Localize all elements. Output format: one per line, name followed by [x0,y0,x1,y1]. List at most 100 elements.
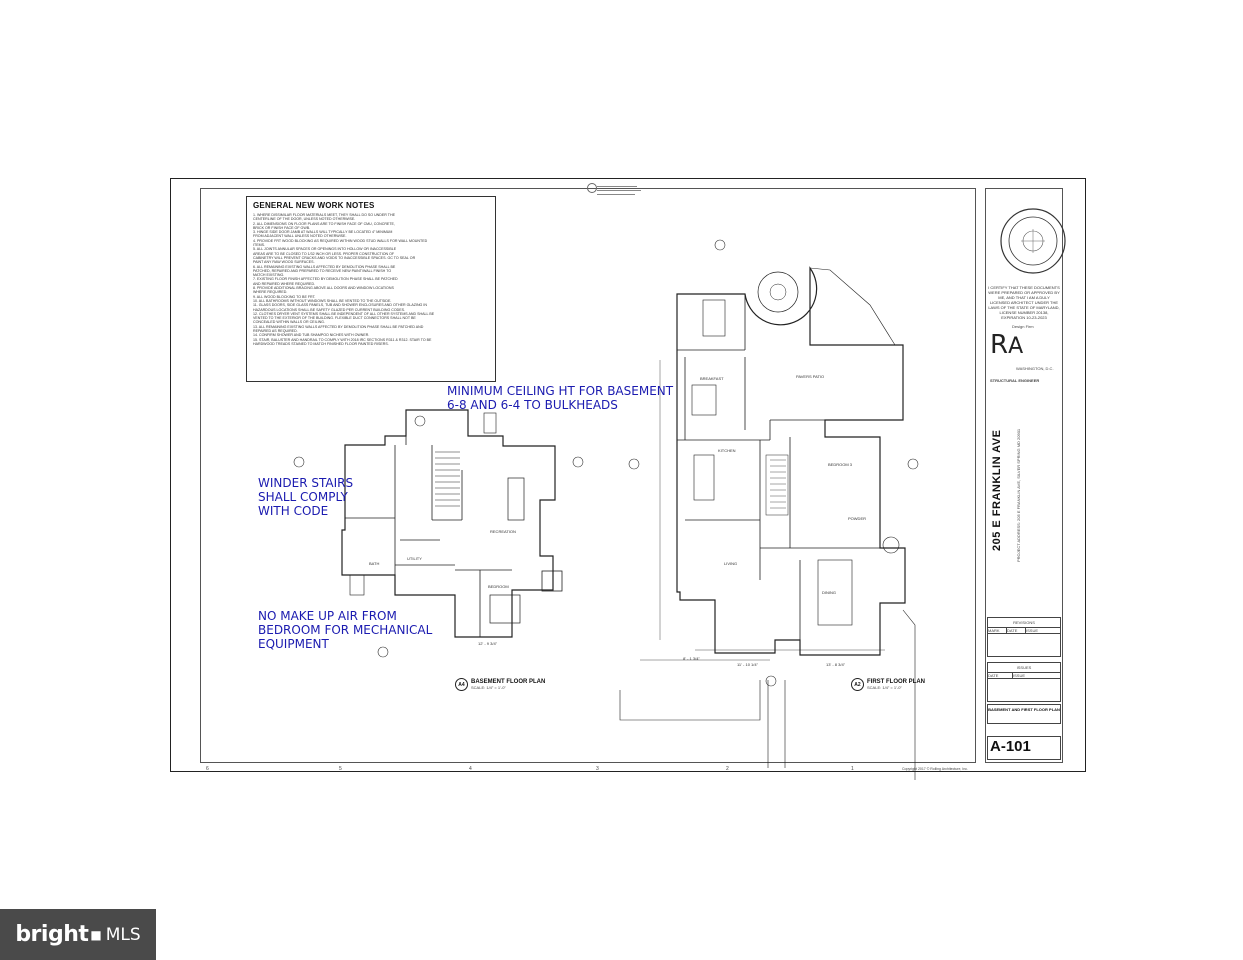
notes-line: 7. EXISTING FLOOR FINISH AFFECTED BY DEM… [253,277,398,282]
notes-line: CONCEALED WITHIN WALLS OR CEILING. [253,320,325,325]
project-info: PROJECT ADDRESS: 205 E FRANKLIN AVE, SIL… [1016,428,1021,562]
notes-line: 4. PROVIDE FRT WOOD BLOCKING AS REQUIRED… [253,238,428,243]
architect-certification: I CERTIFY THAT THESE DOCUMENTS WERE PREP… [988,285,1060,320]
notes-line: 10. ALL BATHROOMS WITHOUT WINDOWS SHALL … [253,298,392,303]
annotation-ceiling-line1: MINIMUM CEILING HT FOR BASEMENT [447,384,674,398]
review-stamp [587,183,657,205]
watermark-brand: bright [15,922,89,947]
firm-logo: RA [990,330,1024,360]
dining-table [817,559,853,626]
bright-mls-watermark: bright ■ MLS [0,909,156,960]
round-table [757,271,799,313]
grid-mark-4: 4 [469,766,472,772]
first-floor-plan-tag: A2 [851,678,864,691]
revisions-header: REVISIONS [1013,620,1035,625]
notes-line: ITEMS. [253,243,265,248]
revisions-table: REVISIONS MARK DATE ISSUE [987,617,1061,657]
room-label-powder: POWDER [848,516,866,521]
breakfast-table [691,384,717,416]
basement-plan-scale: SCALE: 1/4" = 1'-0" [471,685,506,690]
drawing-sheet-border [170,178,1086,772]
first-floor-outer-wall [676,266,906,656]
sheet-number-box [987,736,1061,760]
notes-line: 8. PROVIDE ADDITIONAL BRACING ABOVE ALL … [253,286,394,291]
notes-line: 1. WHERE DISSIMILAR FLOOR MATERIALS MEET… [253,213,395,217]
room-label-living: LIVING [724,561,737,566]
annotation-winder-line3: WITH CODE [258,504,329,518]
basement-outer-wall [341,409,556,638]
watermark-suffix: MLS [105,924,141,945]
annotation-ceiling-line2: 6-8 AND 6-4 TO BULKHEADS [447,398,618,412]
basement-plan-title: BASEMENT FLOOR PLAN [471,679,546,685]
room-label-bath: BATH [369,561,379,566]
basement-sofa [507,477,525,521]
notes-line: CENTERLINE OF THE DOOR, UNLESS NOTED OTH… [253,217,356,222]
first-floor-plan-scale: SCALE: 1/4" = 1'-0" [867,685,902,690]
architect-seal [1000,208,1066,274]
notes-line: 3. HINGE SIDE DOOR JAMB AT WALLS WILL TY… [253,230,393,235]
notes-line: 12. CLOTHES DRYER VENT SYSTEMS SHALL BE … [253,311,435,316]
notes-line: WHERE REQUIRED. [253,290,288,295]
notes-line: 11. GLASS DOORS, SIDE GLASS PANELS, TUB … [253,303,427,308]
sheet-title: BASEMENT AND FIRST FLOOR PLAN [988,707,1060,712]
notes-line: HAZARDOUS LOCATIONS SHALL BE SAFETY GLAZ… [253,307,406,312]
first-floor-plan-title: FIRST FLOOR PLAN [867,679,925,685]
dim-basement-width: 12' - 9 3/4" [478,641,498,646]
room-label-bedroom3: BEDROOM 3 [828,462,853,467]
annotation-makeup-line2: BEDROOM FOR MECHANICAL [258,623,433,637]
annotation-winder-line2: SHALL COMPLY [258,490,348,504]
issue-col-date: DATE [988,673,1013,678]
title-block [985,188,1063,763]
annotation-makeup-line3: EQUIPMENT [258,637,329,651]
annotation-makeup-line1: NO MAKE UP AIR FROM [258,609,397,623]
notes-line: MATCH EXISTING. [253,273,285,278]
grid-mark-2: 2 [726,766,729,772]
notes-line: 2. ALL DIMENSIONS ON FLOOR PLANS ARE TO … [253,221,395,226]
rev-col-date: DATE [1007,628,1026,633]
room-label-dining: DINING [822,590,836,595]
patio-table [702,299,726,337]
rev-col-mark: MARK [988,628,1007,633]
basement-plan-tag: A4 [455,678,468,691]
room-label-breakfast: BREAKFAST [700,376,724,381]
grid-mark-5: 5 [339,766,342,772]
notes-line: FROM ADJACENT WALL UNLESS NOTED OTHERWIS… [253,234,347,239]
general-notes-box: GENERAL NEW WORK NOTES 1. WHERE DISSIMIL… [246,196,496,382]
room-label-pavers: PAVERS PATIO [796,374,824,379]
room-label-utility: UTILITY [407,556,422,561]
basement-plan-label: A4 BASEMENT FLOOR PLAN SCALE: 1/4" = 1'-… [455,678,545,691]
dim-ff-width-2: 11' - 10 1/4" [737,662,759,667]
notes-line: PAINT ANY RAW WOOD SURFACES. [253,260,315,265]
issues-header: ISSUES [1016,665,1032,670]
notes-line: 5. ALL JOINTS ANNULAR SPACES OR OPENINGS… [253,247,397,252]
grid-mark-3: 3 [596,766,599,772]
notes-title: GENERAL NEW WORK NOTES [253,201,375,210]
notes-list: 1. WHERE DISSIMILAR FLOOR MATERIALS MEET… [253,213,489,346]
project-street-address: 205 E FRANKLIN AVE [991,429,1003,551]
dim-ff-width-1: 8' - 1 3/4" [683,656,700,661]
notes-line: AREAS ARE TO BE CLOSED TO 1/32 INCH OR L… [253,251,395,256]
notes-line: REPAIRED AS REQUIRED. [253,329,298,334]
notes-line: VENTED TO THE EXTERIOR OF THE BUILDING. … [253,316,416,321]
notes-line: 6. ALL REMAINING EXISTING WALLS AFFECTED… [253,264,396,269]
dim-ff-width-3: 13' - 8 3/4" [826,662,846,667]
issue-col-issue: ISSUE [1013,673,1026,678]
notes-line: CABINETRY WILL PREVENT CRACKS AND VOIDS … [253,255,416,260]
first-floor-plan-label: A2 FIRST FLOOR PLAN SCALE: 1/4" = 1'-0" [851,678,925,691]
firm-location: WASHINGTON, D.C. [1016,366,1054,371]
notes-line: 9. ALL WOOD BLOCKING TO BE FRT. [253,294,316,299]
rev-col-issue: ISSUE [1026,628,1039,633]
notes-line: AND REPAIRED WHERE REQUIRED. [253,281,316,286]
annotation-winder-line1: WINDER STAIRS [258,476,354,490]
room-label-recreation: RECREATION [490,529,516,534]
basement-bed [489,594,521,624]
notes-line: 13. ALL REMAINING EXISTING WALLS AFFECTE… [253,324,424,329]
design-firm-label: Design Firm [1012,324,1034,329]
sheet-number: A-101 [990,738,1031,755]
notes-line: BRICK OR FINISH FACE OF GWB. [253,225,311,230]
sheet-title-box [987,704,1061,724]
kitchen-island [693,454,715,501]
notes-line: 14. CONFIRM SHOWER AND TUB SHAMPOO NICHE… [253,333,370,338]
notes-line: PATCHED, REPAIRED AND PREPARED TO RECEIV… [253,268,392,273]
